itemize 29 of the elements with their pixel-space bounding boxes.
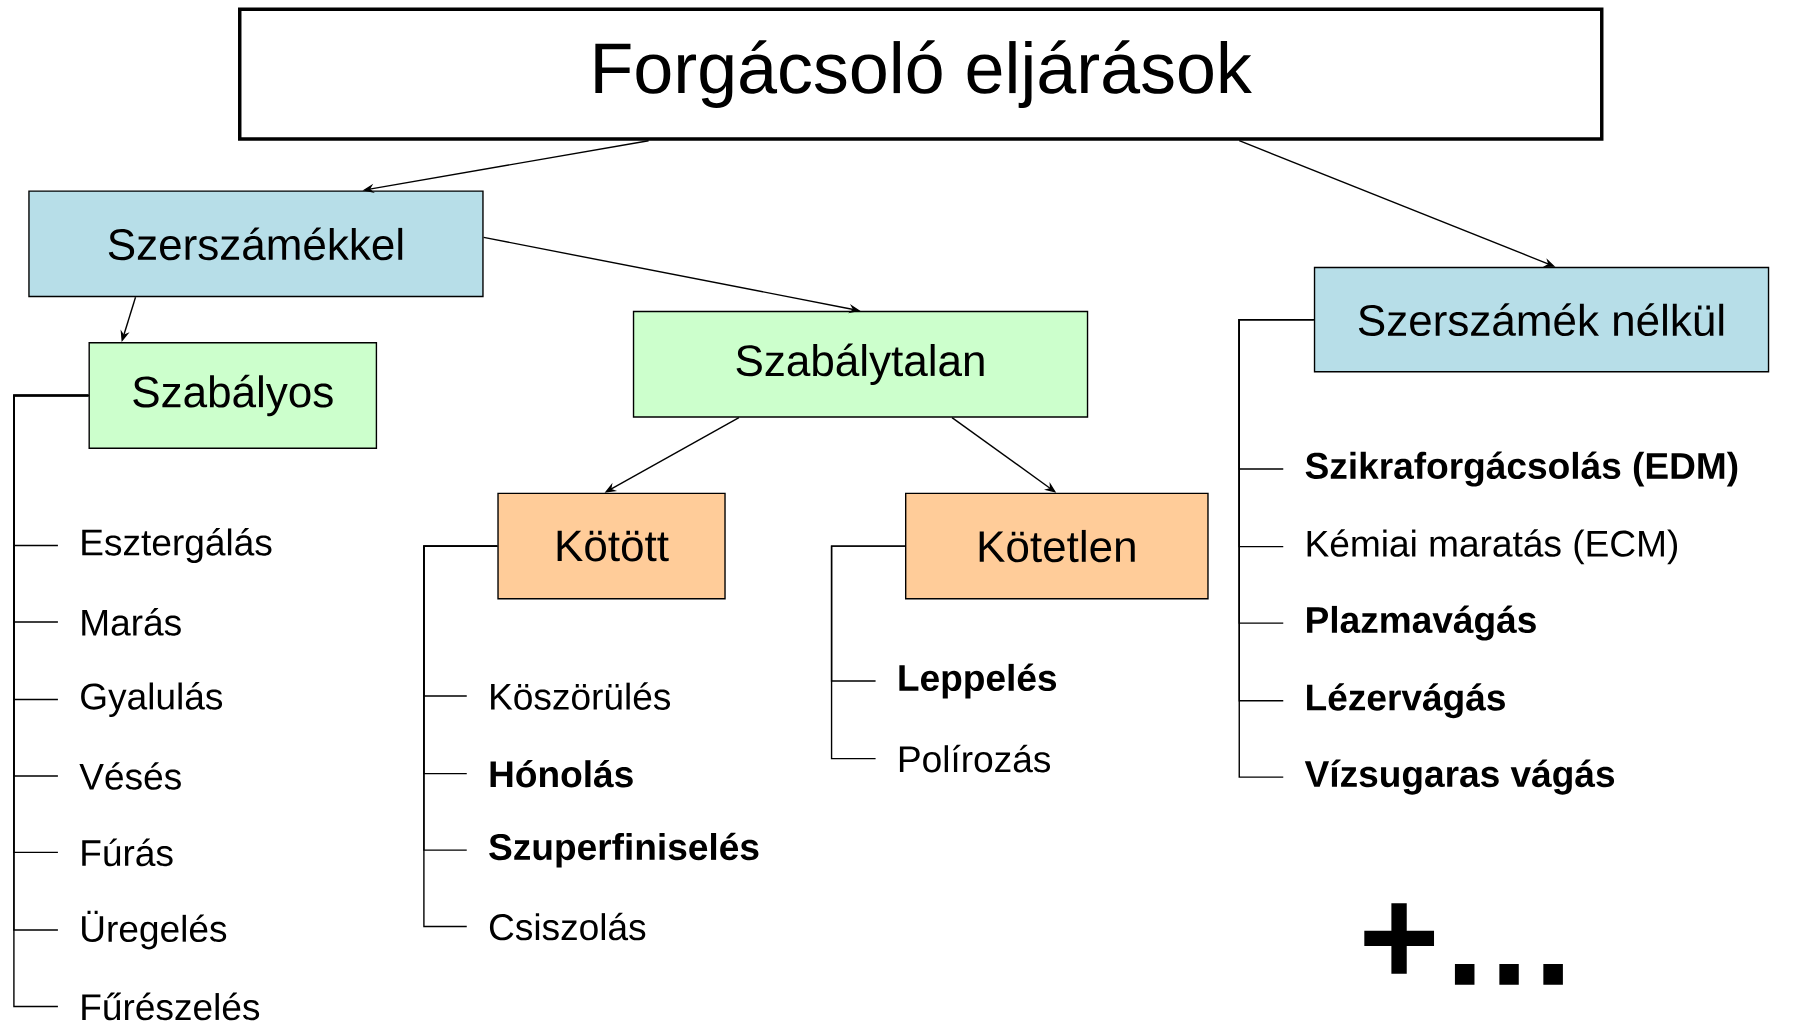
process-item: Fúrás [82, 838, 173, 867]
process-item: Polírozás [899, 744, 1050, 773]
process-item: Üregelés [82, 910, 227, 950]
category-box: Szerszámék nélkül [1313, 266, 1770, 373]
title-box: Forgácsoló eljárások [238, 7, 1604, 141]
process-item: Köszörülés [491, 682, 670, 710]
tree-line [423, 545, 498, 928]
process-item: Csiszolás [489, 912, 646, 941]
process-item: Fűrészelés [82, 992, 260, 1021]
category-box: Kötetlen [905, 492, 1209, 600]
tree-line [830, 545, 906, 760]
tree-line [1238, 318, 1315, 778]
category-box: Szerszámékkel [28, 190, 484, 298]
process-item: Szikraforgácsolás (EDM) [1305, 451, 1738, 487]
process-item: Gyalulás [81, 681, 223, 717]
process-item: Kémiai maratás (ECM) [1307, 529, 1677, 564]
note-text: +… [1364, 903, 1563, 985]
process-item: Marás [82, 607, 181, 636]
category-box: Szabálytalan [632, 310, 1089, 418]
process-item: Plazmavágás [1307, 605, 1536, 641]
process-item: Vésés [79, 762, 181, 790]
process-item: Lézervágás [1307, 683, 1505, 719]
process-item: Esztergálás [82, 527, 272, 563]
process-item: Vízsugaras vágás [1304, 759, 1615, 795]
category-box: Szabályos [88, 342, 378, 449]
process-item: Hónolás [490, 759, 633, 788]
process-item: Szuperfiniselés [489, 832, 759, 868]
category-box: Kötött [497, 492, 726, 600]
process-item: Leppelés [899, 663, 1057, 699]
